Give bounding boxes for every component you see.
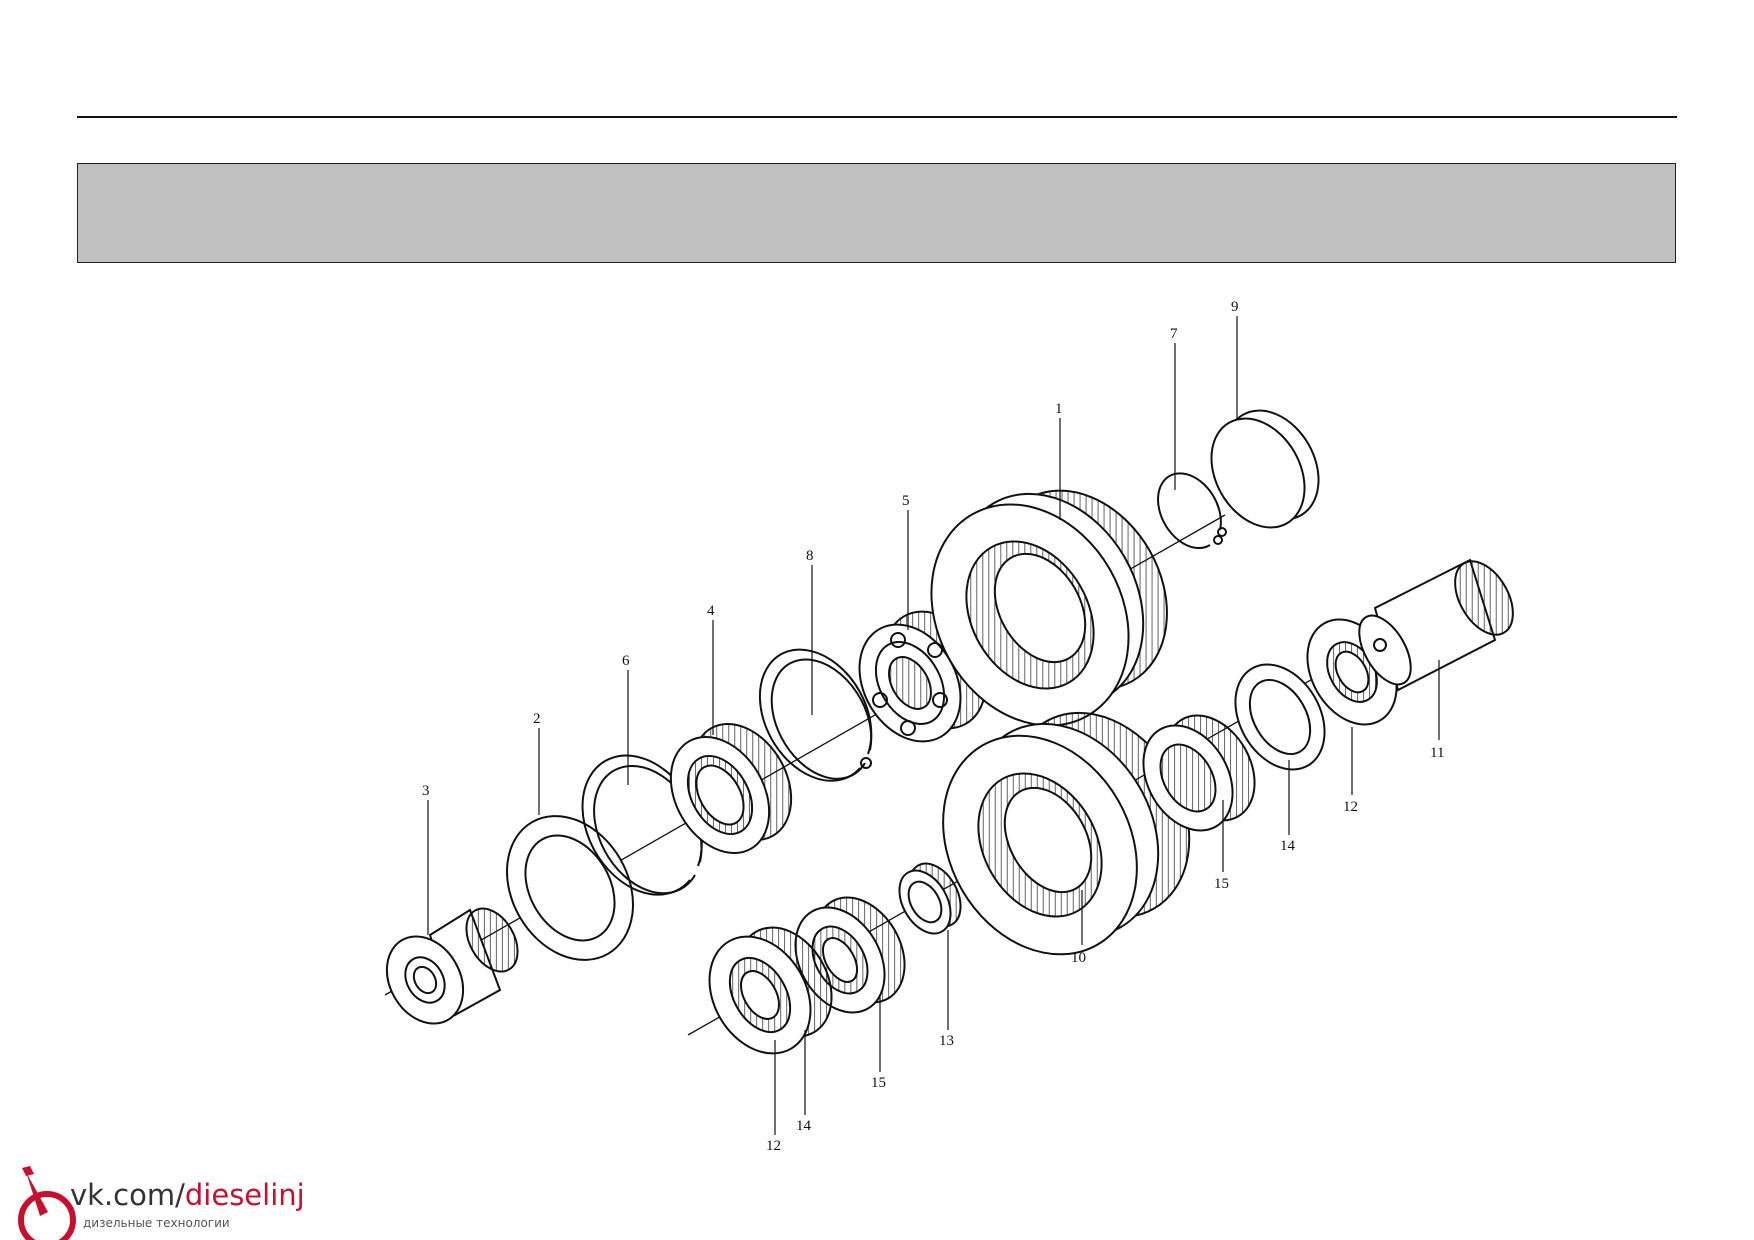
callout-3: 3	[422, 783, 430, 799]
part-13-bushing	[898, 862, 962, 935]
header-rule	[77, 116, 1677, 118]
callout-12: 12	[1343, 799, 1358, 815]
title-banner	[77, 163, 1676, 263]
callout-10: 10	[1071, 950, 1086, 966]
part-15-ball-bearing-upper	[1142, 714, 1256, 832]
part-15-ball-bearing-lower	[794, 896, 906, 1014]
callout-11: 11	[1430, 745, 1444, 761]
callout-13: 13	[939, 1033, 954, 1049]
part-2-washer	[506, 815, 634, 961]
callout-1: 1	[1055, 401, 1063, 417]
callout-7: 7	[1170, 326, 1178, 342]
callout-2: 2	[533, 711, 541, 727]
callout-14: 14	[796, 1118, 812, 1134]
watermark-url: vk.com/dieselinj	[70, 1178, 305, 1212]
callout-5: 5	[902, 493, 910, 509]
part-7-circlip	[1157, 472, 1227, 550]
part-4-bearing	[669, 722, 793, 855]
part-8-snap-ring	[758, 648, 873, 782]
part-10-roller-lower	[942, 711, 1191, 956]
part-3-flanged-sleeve	[385, 907, 519, 1025]
callout-14: 14	[1280, 838, 1296, 854]
callout-15: 15	[1214, 876, 1229, 892]
watermark-tagline: дизельные технологии	[83, 1216, 230, 1230]
part-14-washer-upper	[1234, 663, 1326, 771]
part-12-14-seal-lower	[708, 926, 833, 1055]
part-1-roller-upper	[930, 489, 1168, 727]
callout-9: 9	[1231, 299, 1239, 315]
callout-4: 4	[707, 603, 715, 619]
leader-lines	[427, 316, 1440, 1135]
callout-6: 6	[622, 653, 630, 669]
watermark-logo-icon	[18, 1166, 76, 1240]
callout-8: 8	[806, 548, 814, 564]
part-9-cover	[1210, 409, 1320, 529]
callout-15: 15	[871, 1075, 886, 1091]
callout-12: 12	[766, 1138, 781, 1154]
part-11-shaft	[1358, 558, 1514, 692]
